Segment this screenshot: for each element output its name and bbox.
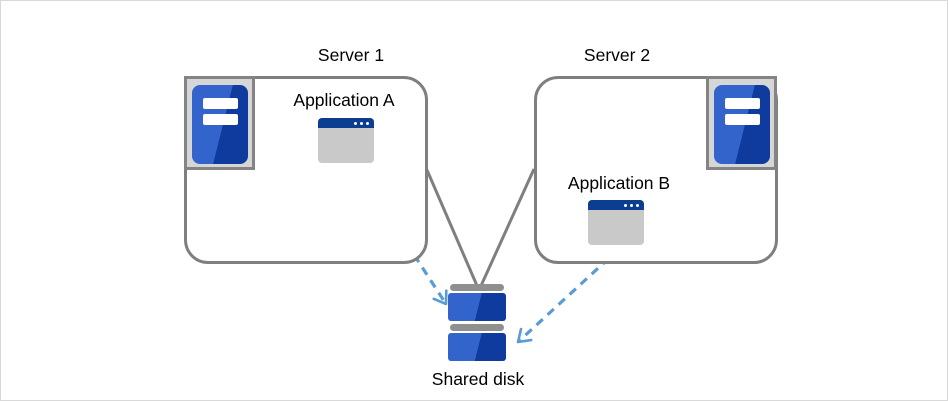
window-dot xyxy=(366,121,369,125)
disk-bar xyxy=(450,324,504,331)
server-slot xyxy=(203,114,238,125)
application-b-icon xyxy=(588,200,644,245)
window-dot xyxy=(630,203,633,207)
server-tower-icon xyxy=(192,85,248,164)
disk-unit xyxy=(448,284,506,321)
server-tower-icon xyxy=(714,85,770,164)
application-a-label: Application A xyxy=(293,90,395,110)
window-dot xyxy=(624,203,627,207)
application-b-label: Application B xyxy=(567,173,671,193)
disk-body xyxy=(448,293,506,321)
shared-disk-label: Shared disk xyxy=(431,369,525,389)
server-slot xyxy=(725,114,760,125)
server1-to-disk-line xyxy=(425,169,480,289)
server-1-icon xyxy=(184,76,255,170)
server-2-label: Server 2 xyxy=(583,45,651,65)
window-titlebar xyxy=(588,200,644,210)
application-a-icon xyxy=(318,118,374,163)
shared-disk-icon xyxy=(448,284,506,361)
server2-to-disk-line xyxy=(478,168,536,289)
server-1-label: Server 1 xyxy=(317,45,385,65)
window-dot xyxy=(360,121,363,125)
disk-bar xyxy=(450,284,504,291)
disk-body xyxy=(448,333,506,361)
window-titlebar xyxy=(318,118,374,128)
window-dot xyxy=(636,203,639,207)
disk-unit xyxy=(448,324,506,361)
server-slot xyxy=(725,98,760,109)
server-slot xyxy=(203,98,238,109)
server-2-icon xyxy=(706,76,777,170)
window-dot xyxy=(354,121,357,125)
